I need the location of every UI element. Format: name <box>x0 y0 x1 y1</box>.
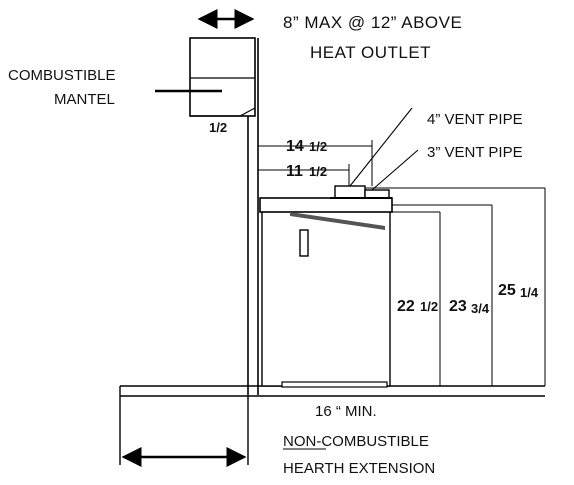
dim-22-whole: 22 <box>397 298 415 315</box>
hearth-label-line2: HEARTH EXTENSION <box>283 460 435 477</box>
dim-23-whole: 23 <box>449 298 467 315</box>
vent-4-leader <box>349 107 413 187</box>
dim-14-whole: 14 <box>286 138 304 155</box>
dim-14-frac: 1/2 <box>309 139 327 154</box>
combustible-mantel <box>155 37 256 117</box>
dim-11-frac: 1/2 <box>309 164 327 179</box>
wall-setback-dimension: 1/2 <box>209 120 227 135</box>
hearth-floor <box>119 385 545 465</box>
stove-handle <box>299 229 309 257</box>
dim-23-frac: 3/4 <box>471 301 490 316</box>
vent-pipes <box>330 185 392 199</box>
dim-25-frac: 1/4 <box>520 285 539 300</box>
vent-4-label: 4” VENT PIPE <box>427 111 523 128</box>
stove-base <box>281 381 388 388</box>
dim-22-frac: 1/2 <box>420 299 438 314</box>
mantel-label-line2: MANTEL <box>54 91 115 108</box>
wall <box>247 38 259 395</box>
stove-body <box>259 197 393 388</box>
dim-11-whole: 11 <box>286 163 303 180</box>
vent-3-label: 3” VENT PIPE <box>427 144 523 161</box>
horizontal-dimensions <box>258 140 373 186</box>
mantel-clearance-label: 8” MAX @ 12” ABOVE <box>283 13 462 32</box>
heat-outlet-label: HEAT OUTLET <box>310 43 431 62</box>
vertical-dimensions <box>365 187 546 386</box>
vent-3-leader <box>371 149 419 191</box>
hearth-min-label: 16 “ MIN. <box>315 403 377 420</box>
dim-25-whole: 25 <box>498 282 516 299</box>
mantel-label-line1: COMBUSTIBLE <box>8 67 116 84</box>
hearth-label-line1: NON-COMBUSTIBLE <box>283 433 429 450</box>
